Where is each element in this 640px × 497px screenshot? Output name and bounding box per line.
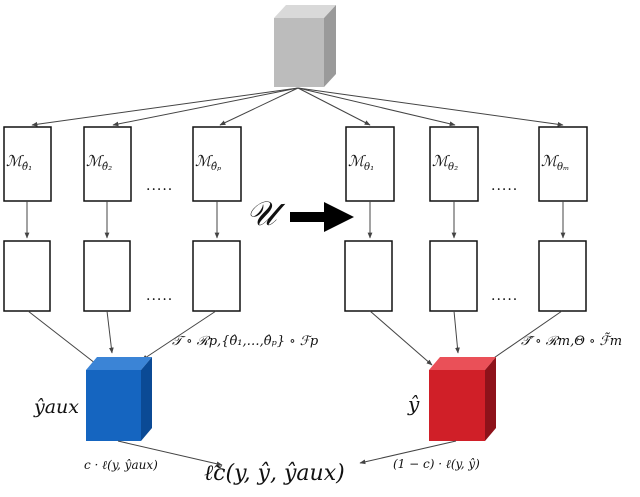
right-model-box-m [538,126,588,202]
right-model-box-2 [429,126,479,202]
left-composition-label: 𝒯 ∘ ℛp,{θ̂₁,…,θ̂ₚ} ∘ ℱp [172,334,319,349]
right-model-label-2: ℳθ₂ [432,152,459,173]
prediction-boxes [3,240,587,312]
right-model-label-1: ℳθ₁ [348,152,375,173]
left-preds-ellipsis: ..... [146,288,174,304]
aggregation-arrows [27,310,563,368]
aux-output-label: ŷaux [34,396,80,418]
transform-label: 𝒰 [246,194,277,234]
right-composition-label: 𝒯̃ ∘ ℛm,Θ ∘ ℱ̃m [521,334,623,349]
left-model-box-2 [83,126,132,202]
right-model-label-m: ℳθₘ [541,152,570,173]
right-pred-box-2 [429,240,478,312]
output-cube [429,357,496,441]
left-model-label-2: ℳθ̂₂ [86,152,113,173]
left-model-box-p [192,126,242,202]
right-pred-box-1 [344,240,393,312]
input-cube [274,5,336,87]
loss-arrows [117,440,457,467]
right-pred-box-m [538,240,587,312]
left-model-label-p: ℳθ̂ₚ [195,152,222,173]
left-pred-box-2 [83,240,131,312]
transform-arrow [290,202,354,232]
right-models-ellipsis: ..... [491,178,519,194]
right-preds-ellipsis: ..... [491,288,519,304]
left-loss-label: c · ℓ(y, ŷaux) [84,458,158,472]
left-model-label-1: ℳθ̂₁ [6,152,33,173]
left-pred-box-p [192,240,241,312]
left-pred-box-1 [3,240,51,312]
left-models-ellipsis: ..... [146,178,174,194]
aux-output-cube [86,357,152,441]
right-loss-label: (1 − c) · ℓ(y, ŷ) [393,457,480,471]
output-label: ŷ [408,392,420,416]
fanout-arrows [31,87,564,127]
combined-loss-label: ℓ̃c(y, ŷ, ŷaux) [204,461,345,486]
model-to-output-arrows [24,201,566,239]
